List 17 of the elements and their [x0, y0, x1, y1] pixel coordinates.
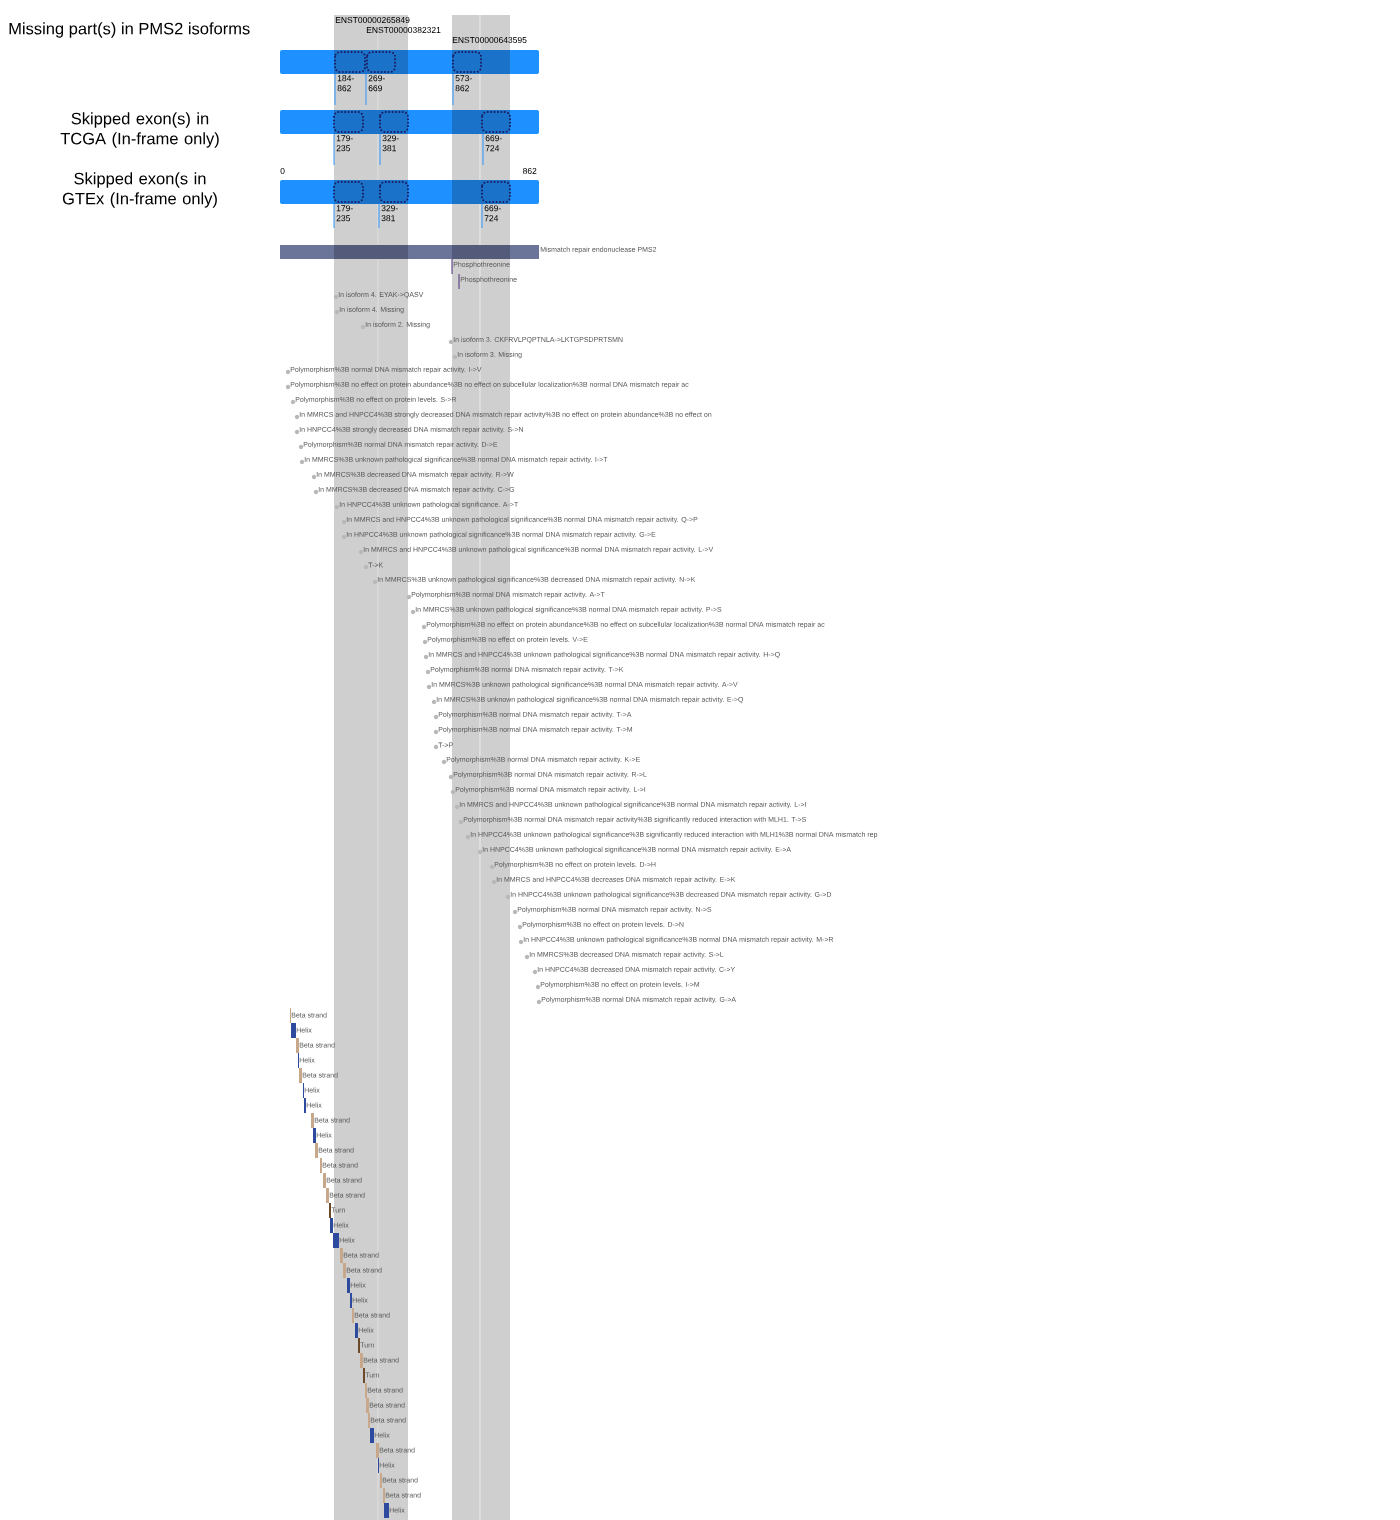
range-label: 184-862 [334, 73, 354, 106]
track-title: Skipped exon(s) in TCGA (In-frame only) [60, 112, 219, 148]
axis-label: 0 [280, 168, 285, 174]
range-label: 573-862 [452, 73, 472, 106]
transcript-id: ENST00000643595 [452, 37, 527, 43]
range-label: 329-381 [378, 203, 398, 229]
range-label: 179-235 [333, 133, 353, 166]
track-title: Skipped exon(s in GTEx (In-frame only) [62, 172, 217, 208]
track-title: Missing part(s) in PMS2 isoforms [9, 22, 250, 38]
range-label: 269-669 [365, 73, 385, 106]
range-label: 329-381 [379, 133, 399, 166]
range-label: 669-724 [482, 133, 502, 166]
range-label: 669-724 [481, 203, 501, 229]
range-label: 179-235 [333, 203, 353, 229]
axis-label: 862 [523, 168, 537, 174]
transcript-id: ENST00000382321 [366, 27, 441, 33]
transcript-id: ENST00000265849 [335, 17, 410, 23]
